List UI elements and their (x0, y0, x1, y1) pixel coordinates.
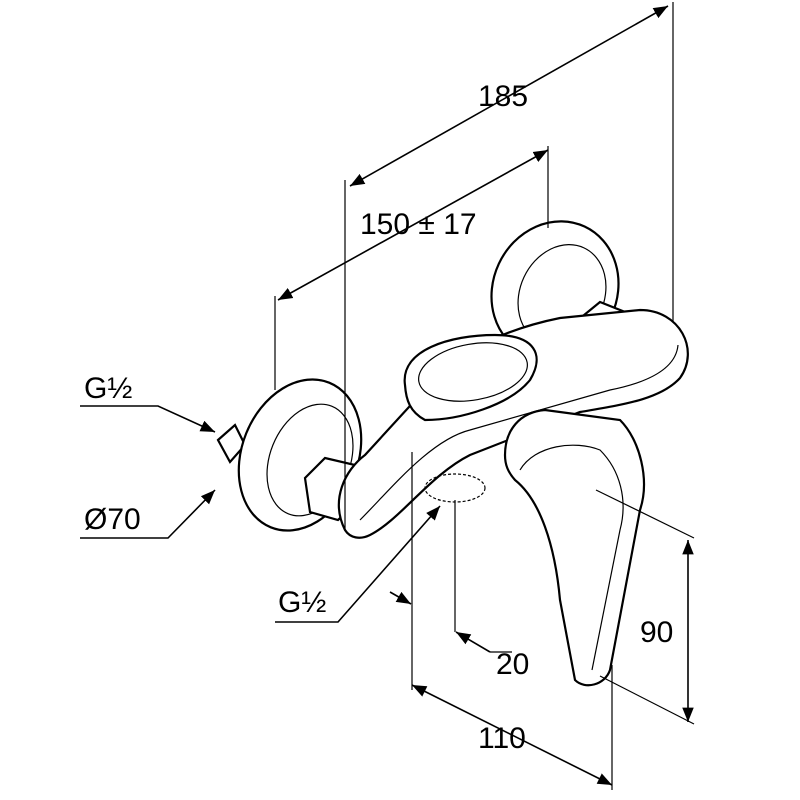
escutcheon-diameter-label: Ø70 (84, 503, 141, 536)
outlet-thread (424, 473, 486, 503)
dim-150-label: 150 ± 17 (360, 208, 477, 241)
dim-110-label: 110 (478, 722, 526, 755)
dim-185-label: 185 (478, 80, 529, 113)
dim-90 (595, 489, 695, 725)
inlet-thread-label: G½ (84, 372, 133, 405)
left-escutcheon (216, 378, 363, 532)
callout-leaders (80, 405, 441, 623)
outlet-thread-label: G½ (278, 586, 327, 619)
lever-handle (503, 408, 646, 687)
dim-20 (389, 500, 512, 653)
dim-110 (411, 452, 613, 790)
dim-150 (274, 146, 549, 390)
dim-90-label: 90 (640, 616, 674, 649)
dim-20-label: 20 (496, 648, 530, 681)
